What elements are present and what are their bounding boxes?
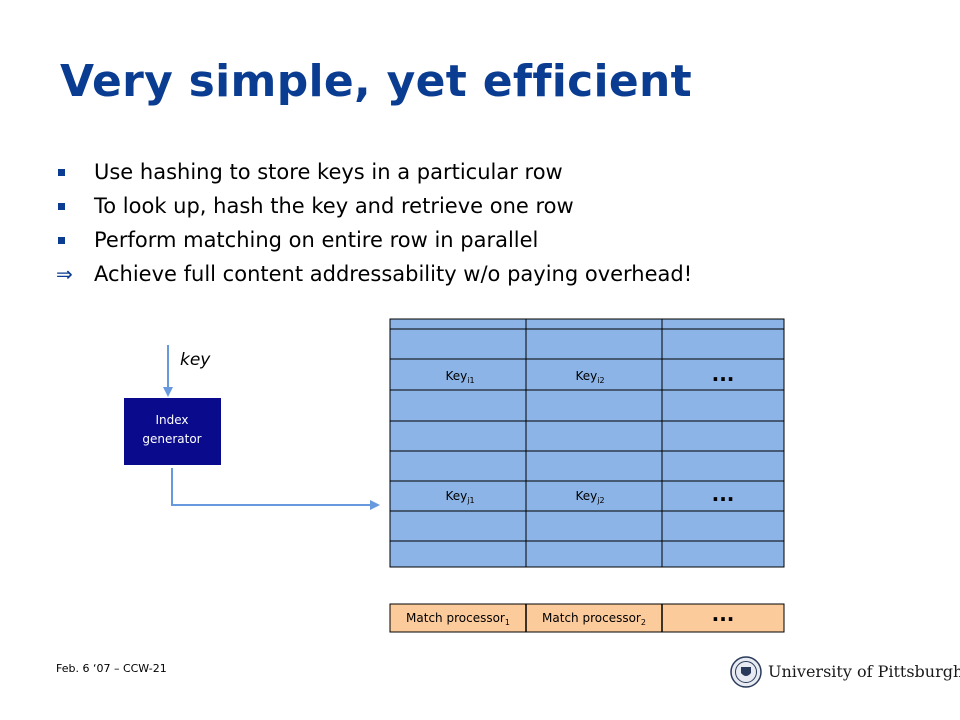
logo-text: University of Pittsburgh (768, 662, 960, 681)
match-processor-1: Match processor1 (406, 611, 510, 627)
bullet-text: To look up, hash the key and retrieve on… (94, 194, 574, 218)
table-body (389, 318, 785, 568)
bullet-text: Perform matching on entire row in parall… (94, 228, 539, 252)
university-logo: University of Pittsburgh (730, 654, 960, 690)
bullet-text: Achieve full content addressability w/o … (94, 262, 693, 286)
bullet-item-3: Perform matching on entire row in parall… (56, 228, 876, 262)
implies-arrow-icon: ⇒ (56, 262, 73, 286)
index-arrow (171, 468, 380, 510)
slide-footer: Feb. 6 ‘07 – CCW-21 (56, 662, 167, 675)
bullet-list: Use hashing to store keys in a particula… (56, 160, 876, 296)
bullet-text: Use hashing to store keys in a particula… (94, 160, 563, 184)
match-processor-ellipsis: ... (712, 602, 735, 626)
cell-key-i1: Keyi1 (445, 369, 474, 385)
hash-table: Keyi1 Keyi2 ... Keyj1 Keyj2 ... (389, 318, 785, 568)
square-bullet-icon (58, 237, 65, 244)
match-processor-strip (389, 603, 785, 633)
cell-ellipsis-j: ... (712, 482, 735, 506)
cell-key-j2: Keyj2 (575, 489, 604, 505)
square-bullet-icon (58, 203, 65, 210)
match-processor-row: Match processor1 Match processor2 ... (389, 602, 785, 633)
cell-key-i2: Keyi2 (575, 369, 604, 385)
cell-ellipsis-i: ... (712, 362, 735, 386)
match-processor-2: Match processor2 (542, 611, 646, 627)
key-label: key (180, 350, 211, 370)
index-generator-label-line1: Index (155, 413, 188, 427)
university-seal-icon (730, 656, 762, 688)
index-generator-box (124, 398, 221, 465)
square-bullet-icon (58, 169, 65, 176)
bullet-item-4: ⇒ Achieve full content addressability w/… (56, 262, 876, 296)
slide-title: Very simple, yet efficient (60, 56, 693, 107)
bullet-item-1: Use hashing to store keys in a particula… (56, 160, 876, 194)
bullet-item-2: To look up, hash the key and retrieve on… (56, 194, 876, 228)
index-generator-label-line2: generator (142, 432, 201, 446)
cell-key-j1: Keyj1 (445, 489, 474, 505)
